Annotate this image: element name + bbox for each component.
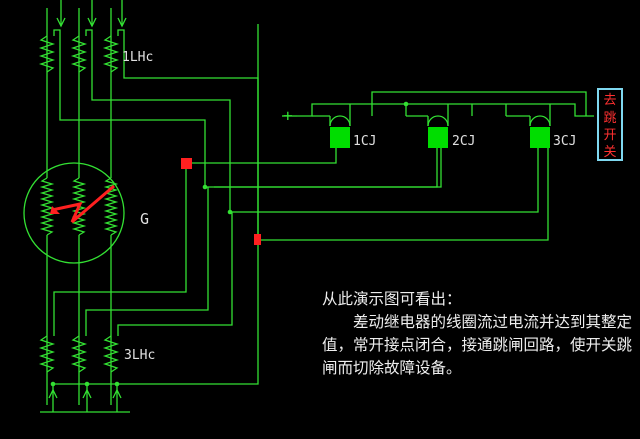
- relay-2cj-label: 2CJ: [452, 134, 475, 149]
- trip-breaker-box: 去 跳 开 关: [597, 88, 623, 161]
- ct-secondary-wiring: [52, 24, 549, 390]
- fault-marker-lower: [254, 234, 261, 245]
- relay-3cj-coil: [530, 127, 550, 148]
- output-arrows: [40, 388, 130, 413]
- phase-lines: [46, 8, 112, 405]
- explanation-text: 从此演示图可看出： 差动继电器的线圈流过电流并达到其整定值，常开接点闭合，接通跳…: [322, 288, 634, 380]
- ct-top-label: 1LHc: [122, 50, 153, 65]
- trip-box-char-3: 开: [603, 128, 617, 143]
- fault-lightning-icon: [51, 184, 115, 224]
- fault-marker-upper: [181, 158, 192, 169]
- trip-box-char-2: 跳: [603, 111, 617, 126]
- generator-label: G: [140, 210, 149, 228]
- generator-symbol: [23, 162, 125, 264]
- relay-1cj-label: 1CJ: [353, 134, 376, 149]
- relay-1cj-coil: [330, 127, 350, 148]
- explanation-title: 从此演示图可看出：: [322, 290, 462, 308]
- ct-bottom-label: 3LHc: [124, 348, 155, 363]
- relay-3cj-label: 3CJ: [553, 134, 576, 149]
- dc-trip-circuit: [282, 91, 594, 127]
- explanation-body: 差动继电器的线圈流过电流并达到其整定值，常开接点闭合，接通跳闸回路，使开关跳闸而…: [322, 313, 633, 377]
- ct-bottom-coils: [38, 335, 120, 373]
- relay-2cj-coil: [428, 127, 448, 148]
- ct-top-coils: [38, 35, 120, 73]
- input-arrows: [56, 0, 127, 28]
- trip-box-char-1: 去: [603, 93, 617, 108]
- trip-box-char-4: 关: [603, 145, 617, 160]
- plus-sign: +: [283, 106, 293, 125]
